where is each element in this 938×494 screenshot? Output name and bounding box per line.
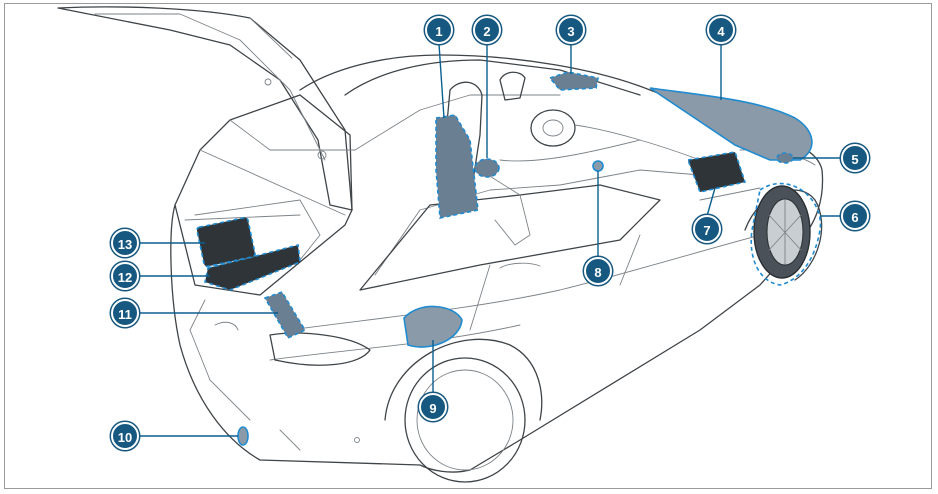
- cargo-floor-compartment: [204, 243, 301, 291]
- callout-7: 7: [693, 215, 721, 243]
- callout-12: 12: [111, 262, 139, 290]
- bonnet-area: [649, 87, 813, 161]
- callout-1: 1: [425, 16, 453, 44]
- callout-9: 9: [419, 393, 447, 421]
- car-body-outline: [170, 54, 824, 483]
- callout-2: 2: [473, 16, 501, 44]
- headlamp-area: [776, 152, 794, 164]
- b-pillar-area: [435, 114, 479, 219]
- seat-area: [474, 158, 500, 178]
- callout-4: 4: [707, 16, 735, 44]
- callout-8: 8: [584, 257, 612, 285]
- dashboard-point: [592, 160, 604, 172]
- callout-10: 10: [111, 422, 139, 450]
- side-trim-area: [263, 291, 307, 340]
- highlighted-components: [196, 71, 822, 446]
- callout-11: 11: [111, 299, 139, 327]
- engine-compartment-area: [686, 151, 747, 193]
- diagram-frame: [4, 3, 932, 489]
- callout-5: 5: [841, 144, 869, 172]
- open-tailgate: [57, 6, 353, 211]
- callout-6: 6: [841, 202, 869, 230]
- leader-lines: [139, 43, 841, 437]
- callout-13: 13: [111, 229, 139, 257]
- callout-3: 3: [557, 16, 585, 44]
- tow-hitch-area: [237, 426, 249, 446]
- cargo-panel: [196, 216, 256, 268]
- fuel-filler-flap: [403, 305, 463, 348]
- front-wheel-area: [750, 182, 822, 286]
- roof-module-area: [548, 71, 599, 91]
